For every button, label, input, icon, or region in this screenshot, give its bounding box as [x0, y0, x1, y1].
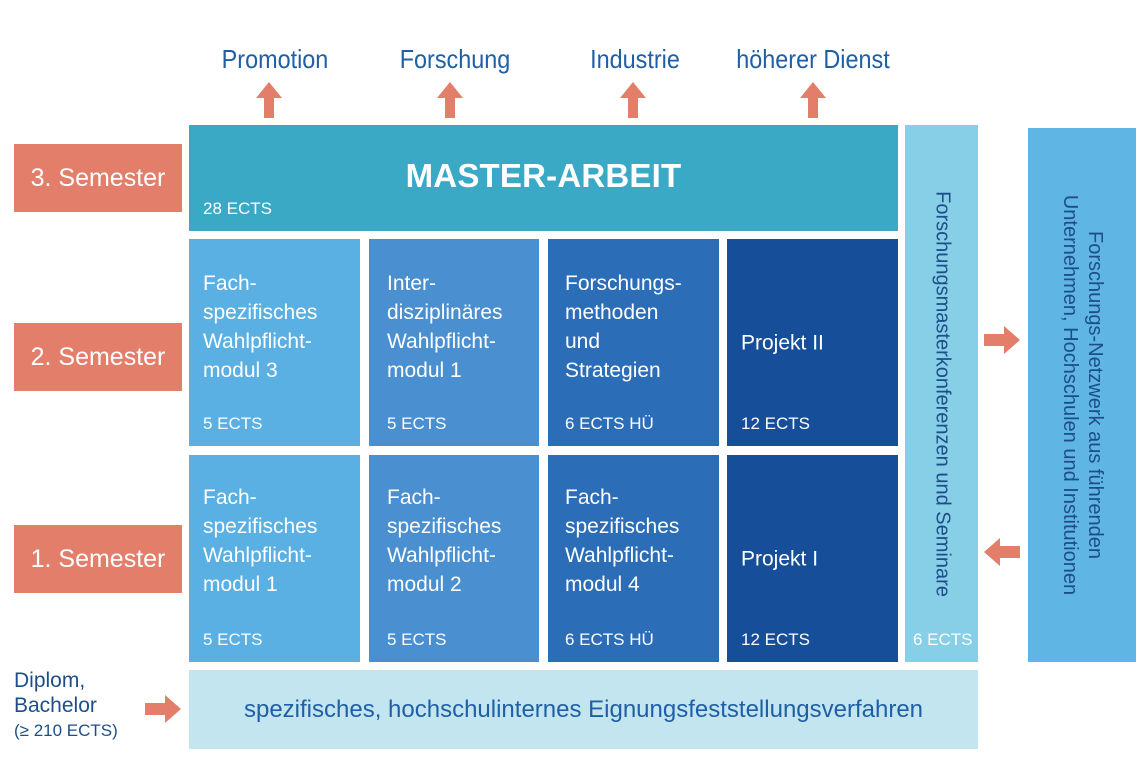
- master-thesis-block: MASTER-ARBEIT 28 ECTS: [189, 125, 898, 231]
- conferences-column: Forschungsmasterkonferenzen und Seminare…: [905, 125, 978, 662]
- module-s1-fachspezifisch-1: Fach- spezifisches Wahlpflicht- modul 1 …: [189, 455, 360, 662]
- module-s1-fachspezifisch-4: Fach- spezifisches Wahlpflicht- modul 4 …: [548, 455, 719, 662]
- module-ects: 5 ECTS: [387, 630, 447, 649]
- module-ects: 5 ECTS: [387, 414, 447, 433]
- network-label-line2: Unternehmen, Hochschulen und Institution…: [1059, 194, 1081, 596]
- module-name: Projekt I: [741, 547, 819, 570]
- up-arrow-icon: [256, 82, 282, 118]
- semester-1-label: 1. Semester: [14, 525, 182, 593]
- outcome-industrie: Industrie: [590, 44, 680, 74]
- module-s2-fachspezifisch-3: Fach- spezifisches Wahlpflicht- modul 3 …: [189, 239, 360, 446]
- module-name: Fach- spezifisches Wahlpflicht- modul 3: [203, 272, 318, 382]
- up-arrow-icon: [437, 82, 463, 118]
- left-arrow-icon: [984, 538, 1020, 566]
- module-ects: 12 ECTS: [741, 630, 810, 649]
- entry-line2: Bachelor: [14, 694, 97, 717]
- module-name: Fach- spezifisches Wahlpflicht- modul 4: [565, 486, 680, 596]
- semester-2-label: 2. Semester: [14, 323, 182, 391]
- module-ects: 6 ECTS HÜ: [565, 414, 654, 433]
- module-s2-interdisziplinaer-1: Inter- disziplinäres Wahlpflicht- modul …: [369, 239, 539, 446]
- module-name: Fach- spezifisches Wahlpflicht- modul 1: [203, 486, 318, 596]
- aptitude-assessment-bar: spezifisches, hochschulinternes Eignungs…: [189, 670, 978, 749]
- module-s2-projekt-2: Projekt II 12 ECTS: [727, 239, 898, 446]
- module-ects: 5 ECTS: [203, 414, 263, 433]
- network-column: Forschungs-Netzwerk aus führenden Untern…: [1028, 128, 1136, 662]
- conferences-label: Forschungsmasterkonferenzen und Seminare: [931, 190, 953, 597]
- outcome-promotion: Promotion: [221, 44, 329, 74]
- semester-3-label: 3. Semester: [14, 144, 182, 212]
- module-s1-fachspezifisch-2: Fach- spezifisches Wahlpflicht- modul 2 …: [369, 455, 539, 662]
- up-arrow-icon: [800, 82, 826, 118]
- outcome-hoeherer-dienst: höherer Dienst: [736, 44, 890, 74]
- conferences-ects: 6 ECTS: [913, 630, 973, 649]
- module-name: Fach- spezifisches Wahlpflicht- modul 2: [387, 486, 502, 596]
- module-ects: 5 ECTS: [203, 630, 263, 649]
- master-thesis-title: MASTER-ARBEIT: [405, 157, 682, 194]
- module-ects: 12 ECTS: [741, 414, 810, 433]
- module-name: Projekt II: [741, 331, 824, 354]
- network-label: Forschungs-Netzwerk aus führenden Untern…: [1057, 195, 1107, 595]
- network-label-line1: Forschungs-Netzwerk aus führenden: [1084, 231, 1106, 559]
- module-ects: 6 ECTS HÜ: [565, 630, 654, 649]
- outcome-forschung: Forschung: [399, 44, 511, 74]
- module-s2-forschungsmethoden: Forschungs- methoden und Strategien 6 EC…: [548, 239, 719, 446]
- entry-requirement: Diplom, Bachelor (≥ 210 ECTS): [14, 668, 154, 743]
- entry-line3: (≥ 210 ECTS): [14, 721, 118, 740]
- up-arrow-icon: [620, 82, 646, 118]
- right-arrow-icon: [145, 695, 181, 723]
- right-arrow-icon: [984, 326, 1020, 354]
- master-thesis-ects: 28 ECTS: [203, 199, 272, 218]
- module-name: Inter- disziplinäres Wahlpflicht- modul …: [387, 272, 503, 382]
- module-name: Forschungs- methoden und Strategien: [565, 272, 682, 382]
- module-s1-projekt-1: Projekt I 12 ECTS: [727, 455, 898, 662]
- entry-line1: Diplom,: [14, 669, 86, 692]
